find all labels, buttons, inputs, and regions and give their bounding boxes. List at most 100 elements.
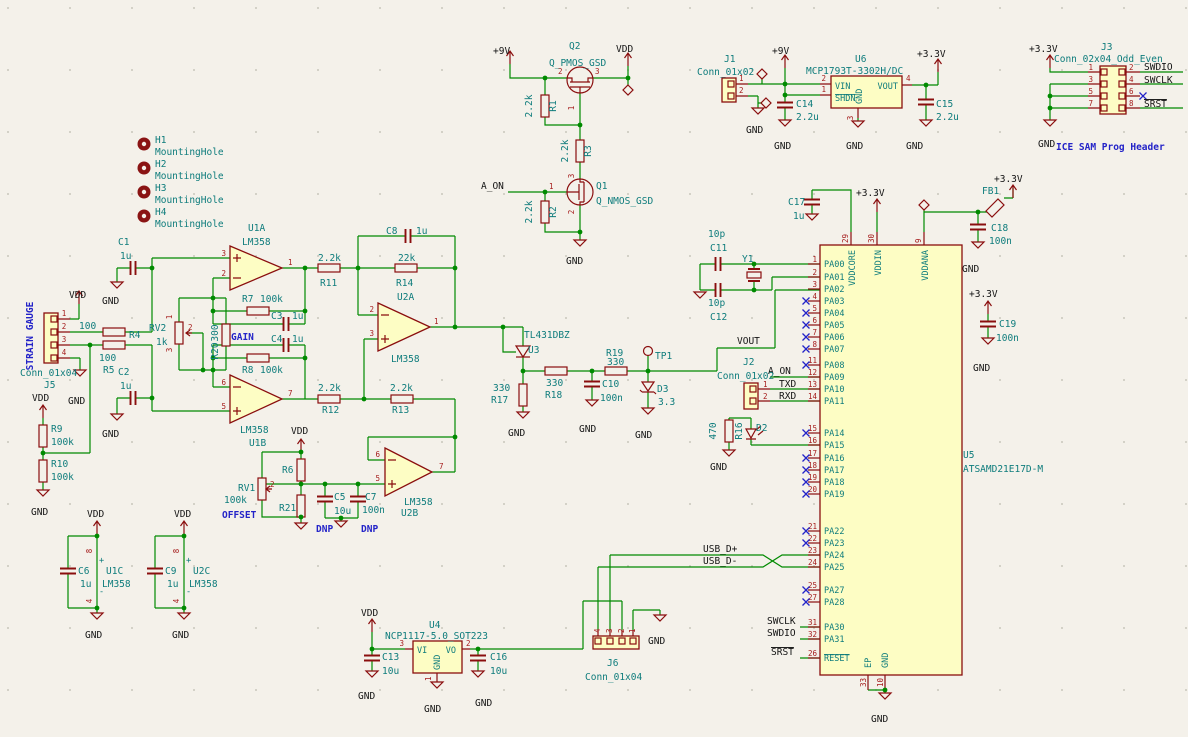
opamp-u2b[interactable] bbox=[384, 446, 434, 498]
u4-val: NCP1117-5.0_SOT223 bbox=[385, 631, 488, 642]
h3-val: MountingHole bbox=[155, 195, 224, 206]
mounting-holes[interactable] bbox=[137, 137, 151, 223]
junction-dot bbox=[645, 368, 651, 374]
u2a-pin2: 2 bbox=[369, 305, 374, 314]
r13-val: 2.2k bbox=[390, 383, 413, 394]
potentiometer-rv1[interactable] bbox=[257, 477, 272, 501]
mcu-pin-name-PA31: PA31 bbox=[824, 635, 844, 645]
r2-ref: R2 bbox=[548, 206, 559, 217]
u6-gnd: GND bbox=[855, 89, 865, 104]
u1c-pin8: 8 bbox=[85, 548, 94, 553]
mcu-pin-name-PA17: PA17 bbox=[824, 466, 844, 476]
resistor-R14 bbox=[394, 263, 418, 273]
u1b-val: LM358 bbox=[240, 425, 269, 436]
ferrite-bead-fb1[interactable] bbox=[985, 198, 1005, 218]
u2c-pin4: 4 bbox=[172, 598, 181, 603]
mcu-pin-number-19: 19 bbox=[808, 473, 817, 482]
u2b-pin7: 7 bbox=[439, 462, 444, 471]
gnd-c9: GND bbox=[172, 630, 189, 641]
r18-ref: R18 bbox=[545, 390, 562, 401]
c7-ref: C7 bbox=[365, 492, 376, 503]
r5-val: 100 bbox=[99, 353, 116, 364]
testpoint-tp1[interactable] bbox=[642, 345, 654, 357]
h1-val: MountingHole bbox=[155, 147, 224, 158]
junction-dot bbox=[500, 324, 506, 330]
regulator-u4[interactable] bbox=[412, 640, 463, 674]
connector-j2[interactable] bbox=[743, 382, 759, 410]
c15-val: 2.2u bbox=[936, 112, 959, 123]
u3-ref: U3 bbox=[528, 345, 539, 356]
rv2-ref: RV2 bbox=[149, 323, 166, 334]
junction-dot bbox=[577, 229, 583, 235]
mcu-pin-rows[interactable]: 1PA002PA013PA024PA035PA046PA057PA068PA07… bbox=[801, 255, 850, 664]
opamp-u2a[interactable] bbox=[377, 301, 432, 353]
r5-ref: R5 bbox=[103, 365, 114, 376]
swclk-j3: SWCLK bbox=[1144, 75, 1173, 86]
crystal-y1[interactable] bbox=[746, 268, 762, 282]
u2c-pin8: 8 bbox=[172, 548, 181, 553]
p33-u6: +3.3V bbox=[917, 49, 946, 60]
resistor-R10 bbox=[38, 459, 48, 483]
c17-ref: C17 bbox=[788, 197, 805, 208]
rv1-val: 100k bbox=[224, 495, 247, 506]
c15-ref: C15 bbox=[936, 99, 953, 110]
aon-mcu: A_ON bbox=[768, 366, 791, 377]
r14-val: 22k bbox=[398, 253, 415, 264]
d3-val: 3.3 bbox=[658, 397, 675, 408]
mcu-pin-name-PA24: PA24 bbox=[824, 551, 844, 561]
led-d2[interactable] bbox=[744, 425, 764, 440]
opamp-u1a[interactable] bbox=[229, 245, 284, 291]
j6-pin2: 2 bbox=[617, 628, 626, 633]
j1-ref: J1 bbox=[724, 54, 736, 65]
junction-dot bbox=[40, 450, 46, 456]
mcu-pin-number-4: 4 bbox=[812, 292, 817, 301]
c17-val: 1u bbox=[793, 211, 804, 222]
u1a-pin1: 1 bbox=[288, 258, 293, 267]
r12-val: 2.2k bbox=[318, 383, 341, 394]
regulator-u6[interactable] bbox=[830, 75, 903, 109]
u6-vout: VOUT bbox=[878, 82, 898, 92]
y1-ref: Y1 bbox=[742, 254, 754, 265]
gnd-mcu: GND bbox=[871, 714, 888, 725]
mcu-pin-number-21: 21 bbox=[808, 522, 817, 531]
junction-dot bbox=[210, 295, 216, 301]
c3-val: 1u bbox=[292, 311, 303, 322]
resistor-R13 bbox=[390, 394, 414, 404]
resistor-R18 bbox=[544, 366, 568, 376]
c6-ref: C6 bbox=[78, 566, 90, 577]
junction-dot bbox=[302, 265, 308, 271]
connector-j6[interactable] bbox=[592, 635, 640, 650]
shunt-reference-u3[interactable] bbox=[514, 345, 532, 359]
aon-q1: A_ON bbox=[481, 181, 504, 192]
mcu-u5[interactable] bbox=[819, 244, 963, 676]
u5-vddcore: VDDCORE bbox=[848, 250, 858, 286]
rv2-pin2: 2 bbox=[188, 323, 193, 332]
u1a-ref: U1A bbox=[248, 223, 265, 234]
junction-dot bbox=[577, 122, 583, 128]
junction-dot bbox=[1047, 105, 1053, 111]
junction-dot bbox=[975, 209, 981, 215]
connector-j3[interactable] bbox=[1099, 65, 1127, 115]
mcu-pin-name-RESET: RESET bbox=[824, 654, 850, 664]
connector-j5[interactable] bbox=[43, 312, 59, 364]
r10-ref: R10 bbox=[51, 459, 68, 470]
mcu-pin-name-PA14: PA14 bbox=[824, 429, 844, 439]
connector-j1[interactable] bbox=[721, 77, 737, 103]
potentiometer-rv2[interactable] bbox=[174, 321, 192, 345]
mcu-pin-number-2: 2 bbox=[812, 268, 817, 277]
zener-d3[interactable] bbox=[639, 381, 657, 395]
u3-val: TL431DBZ bbox=[524, 330, 570, 341]
vdd-c6: VDD bbox=[87, 509, 104, 520]
r8-ref: R8 bbox=[242, 365, 254, 376]
p9v-q2: +9V bbox=[493, 46, 510, 57]
mosfet-q1[interactable] bbox=[566, 178, 594, 206]
r18-val: 330 bbox=[546, 378, 563, 389]
wires-power-top[interactable] bbox=[371, 64, 1183, 671]
mcu-pin-number-23: 23 bbox=[808, 546, 817, 555]
junction-dot bbox=[452, 324, 458, 330]
opamp-u1b[interactable] bbox=[229, 373, 284, 425]
junction-dot bbox=[1047, 93, 1053, 99]
u1c-minus: - bbox=[99, 587, 104, 597]
mosfet-q2[interactable] bbox=[566, 66, 594, 94]
